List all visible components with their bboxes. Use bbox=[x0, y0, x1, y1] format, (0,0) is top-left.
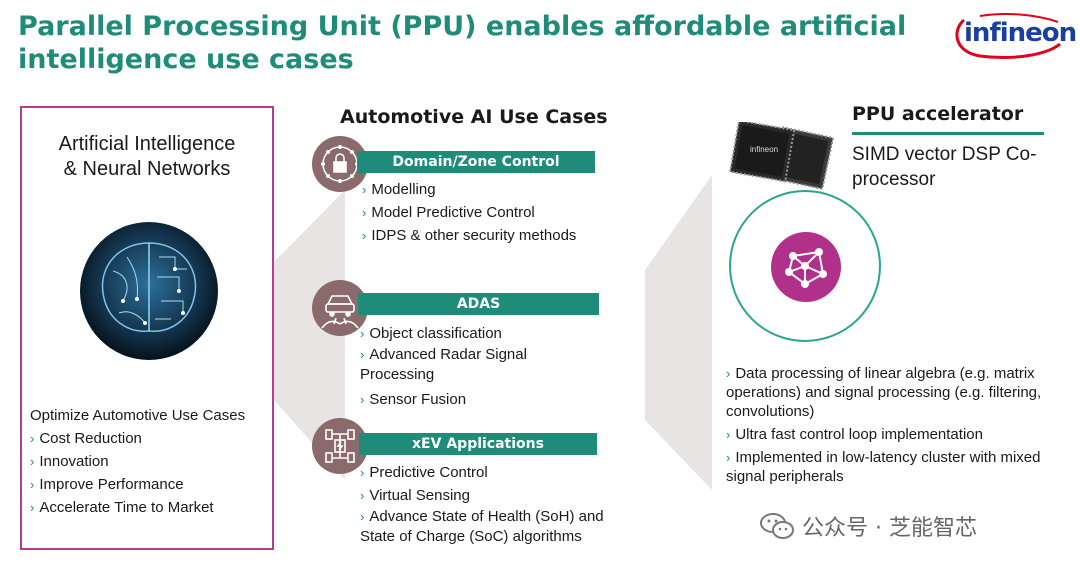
heading-underline bbox=[852, 132, 1044, 135]
list-item: › Predictive Control bbox=[360, 461, 630, 484]
chevron-right-icon: › bbox=[360, 488, 365, 503]
ppu-accelerator-heading: PPU accelerator bbox=[852, 103, 1024, 125]
ppu-subtitle-line1: SIMD vector DSP Co- bbox=[852, 144, 1037, 165]
ai-heading: Artificial Intelligence & Neural Network… bbox=[22, 132, 272, 182]
list-item-text: Accelerate Time to Market bbox=[39, 499, 214, 516]
chip-label: infineon bbox=[750, 145, 778, 154]
list-item: › Improve Performance bbox=[30, 473, 245, 496]
list-item-text: Advanced Radar Signal Processing bbox=[360, 346, 527, 383]
list-item: ›Advanced Radar Signal Processing bbox=[360, 345, 560, 385]
list-item: › Virtual Sensing bbox=[360, 484, 630, 507]
chevron-right-icon: › bbox=[30, 431, 35, 446]
list-item: ›Data processing of linear algebra (e.g.… bbox=[726, 364, 1046, 421]
list-item: ›Implemented in low-latency cluster with… bbox=[726, 448, 1046, 486]
ppu-subtitle-line2: processor bbox=[852, 169, 936, 190]
list-item-text: Modelling bbox=[371, 181, 436, 198]
list-item-text: Ultra fast control loop implementation bbox=[735, 426, 983, 443]
list-item: › Innovation bbox=[30, 450, 245, 473]
list-item: › Modelling bbox=[362, 178, 576, 201]
list-item: › Object classification bbox=[360, 322, 560, 345]
watermark-text: 公众号 · 芝能智芯 bbox=[802, 516, 977, 541]
adas-list: ›Object classification ›Advanced Radar S… bbox=[360, 322, 560, 411]
infineon-logo: infineon bbox=[950, 8, 1077, 64]
list-item: › Model Predictive Control bbox=[362, 201, 576, 224]
domain-zone-control-bar: Domain/Zone Control bbox=[357, 151, 595, 173]
list-item-text: Implemented in low-latency cluster with … bbox=[726, 449, 1041, 485]
list-item-text: Predictive Control bbox=[369, 464, 488, 481]
logo-text: infineon bbox=[964, 18, 1077, 48]
list-item: › Cost Reduction bbox=[30, 427, 245, 450]
chevron-right-icon: › bbox=[360, 509, 365, 524]
list-item-text: Virtual Sensing bbox=[369, 487, 470, 504]
chevron-right-icon: › bbox=[30, 454, 35, 469]
neural-brain-icon bbox=[80, 222, 218, 360]
chevron-right-icon: › bbox=[360, 465, 365, 480]
chevron-right-icon: › bbox=[362, 228, 367, 243]
chevron-right-icon: › bbox=[726, 366, 731, 381]
ppu-subtitle: SIMD vector DSP Co- processor bbox=[852, 142, 1067, 192]
neural-network-icon bbox=[771, 232, 841, 302]
list-item-text: Data processing of linear algebra (e.g. … bbox=[726, 365, 1042, 420]
list-item-text: Object classification bbox=[369, 325, 502, 342]
ai-heading-line1: Artificial Intelligence bbox=[58, 133, 236, 155]
slide-title: Parallel Processing Unit (PPU) enables a… bbox=[18, 11, 907, 75]
ai-heading-line2: & Neural Networks bbox=[63, 158, 231, 180]
xev-applications-bar: xEV Applications bbox=[359, 433, 597, 455]
list-item-text: Model Predictive Control bbox=[371, 204, 535, 221]
list-item: › Ultra fast control loop implementation bbox=[726, 425, 1046, 444]
chevron-right-icon: › bbox=[726, 427, 731, 442]
chevron-right-icon: › bbox=[362, 182, 367, 197]
list-item-text: IDPS & other security methods bbox=[371, 227, 577, 244]
use-cases-heading: Automotive AI Use Cases bbox=[340, 106, 608, 128]
chevron-right-icon: › bbox=[360, 326, 365, 341]
xev-list: ›Predictive Control ›Virtual Sensing ›Ad… bbox=[360, 461, 630, 547]
list-item: › IDPS & other security methods bbox=[362, 224, 576, 247]
adas-bar: ADAS bbox=[358, 293, 599, 315]
chevron-right-icon: › bbox=[30, 500, 35, 515]
domain-zone-list: › Modelling › Model Predictive Control › ID… bbox=[362, 178, 576, 247]
list-item-text: Advance State of Health (SoH) and State … bbox=[360, 508, 604, 545]
list-item: ›Advance State of Health (SoH) and State… bbox=[360, 507, 630, 547]
ppu-features-list: ›Data processing of linear algebra (e.g.… bbox=[726, 364, 1046, 490]
chevron-right-icon: › bbox=[726, 450, 731, 465]
list-item: › Accelerate Time to Market bbox=[30, 496, 245, 519]
list-item-text: Sensor Fusion bbox=[369, 391, 467, 408]
list-item-text: Cost Reduction bbox=[39, 430, 142, 447]
list-item-text: Innovation bbox=[39, 453, 109, 470]
ev-chassis-icon bbox=[312, 418, 368, 474]
chevron-right-icon: › bbox=[362, 205, 367, 220]
left-benefits-list: Optimize Automotive Use Cases › Cost Redu… bbox=[30, 404, 245, 519]
lock-network-icon bbox=[312, 136, 368, 192]
list-item: › Sensor Fusion bbox=[360, 388, 560, 411]
list-item-text: Improve Performance bbox=[39, 476, 184, 493]
chevron-right-icon: › bbox=[30, 477, 35, 492]
wechat-icon bbox=[760, 513, 794, 539]
chevron-right-icon: › bbox=[360, 347, 365, 362]
ai-neural-networks-panel: Artificial Intelligence & Neural Network… bbox=[20, 106, 274, 550]
ppu-chip-image: infineon bbox=[728, 119, 838, 192]
left-list-lead: Optimize Automotive Use Cases bbox=[30, 407, 246, 424]
chevron-right-icon: › bbox=[360, 392, 365, 407]
